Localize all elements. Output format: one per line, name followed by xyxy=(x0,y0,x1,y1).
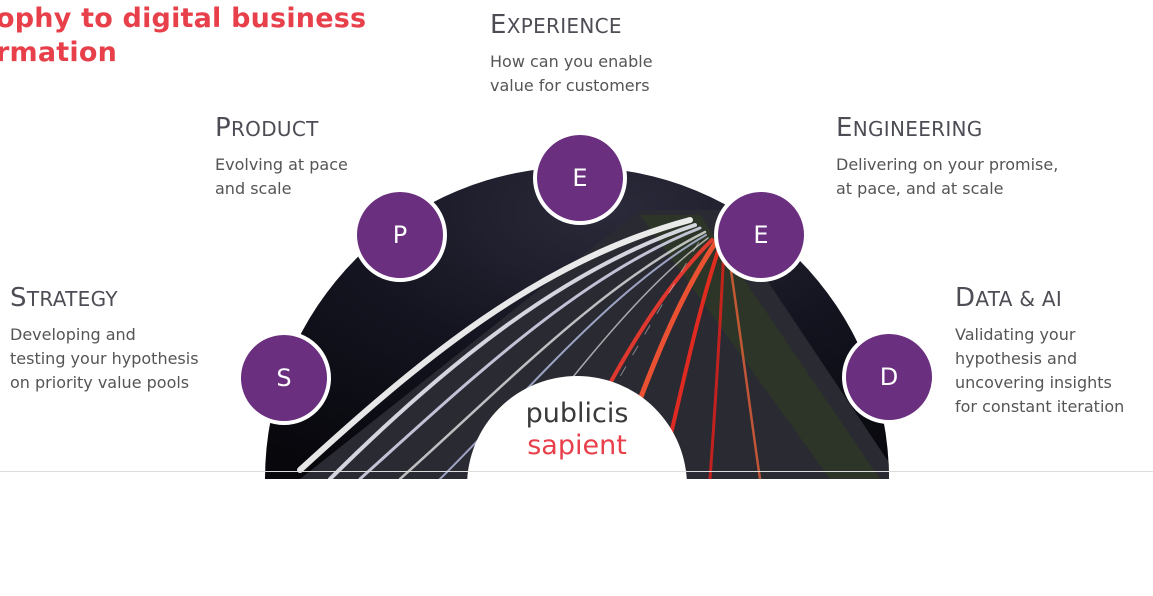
step-circle-product: P xyxy=(353,188,447,282)
block-engineering: ENGINEERING Delivering on your promise, … xyxy=(836,113,1058,201)
block-strategy: STRATEGY Developing and testing your hyp… xyxy=(10,283,199,395)
block-title: PRODUCT xyxy=(215,113,319,143)
step-circle-engineering: E xyxy=(714,188,808,282)
block-title: EXPERIENCE xyxy=(490,10,622,40)
block-title: ENGINEERING xyxy=(836,113,983,143)
publicis-sapient-logo: publicis sapient xyxy=(467,398,687,462)
bottom-divider xyxy=(0,471,1153,472)
headline-line-1: ophy to digital business xyxy=(0,3,367,34)
block-title: STRATEGY xyxy=(10,283,118,313)
step-circle-data-ai: D xyxy=(842,330,936,424)
headline: ophy to digital business rmation xyxy=(0,2,366,70)
block-description: Evolving at pace and scale xyxy=(215,155,348,198)
block-data-ai: DATA & AI Validating your hypothesis and… xyxy=(955,283,1124,419)
block-description: Validating your hypothesis and uncoverin… xyxy=(955,325,1125,416)
block-title: DATA & AI xyxy=(955,283,1063,313)
logo-line-sapient: sapient xyxy=(527,430,627,461)
step-circle-strategy: S xyxy=(237,331,331,425)
block-description: Delivering on your promise, at pace, and… xyxy=(836,155,1059,198)
block-product: PRODUCT Evolving at pace and scale xyxy=(215,113,348,201)
block-description: Developing and testing your hypothesis o… xyxy=(10,325,199,392)
headline-line-2: rmation xyxy=(0,37,118,68)
logo-line-publicis: publicis xyxy=(525,398,629,429)
block-description: How can you enable value for customers xyxy=(490,52,653,95)
step-circle-experience: E xyxy=(533,131,627,225)
block-experience: EXPERIENCE How can you enable value for … xyxy=(490,10,653,98)
